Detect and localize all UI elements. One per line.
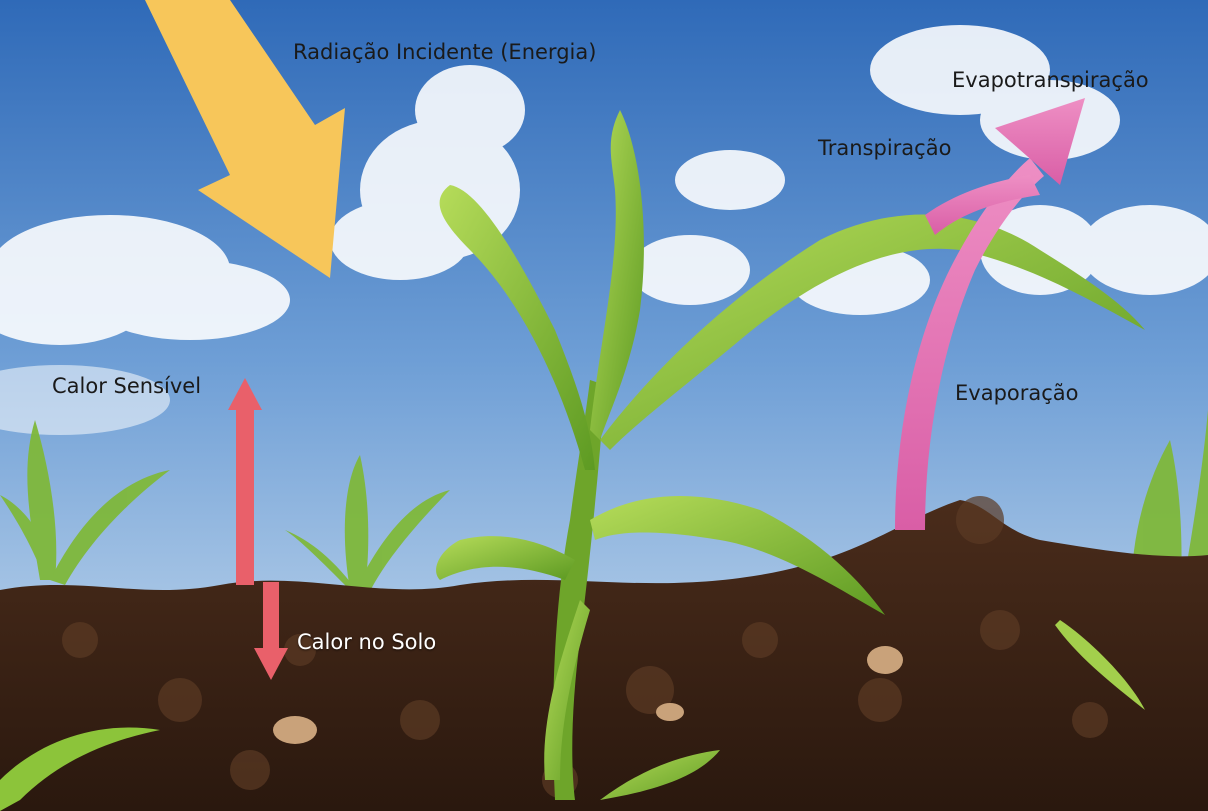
evaporation-label: Evaporação (955, 383, 1079, 404)
transpiration-label: Transpiração (818, 138, 951, 159)
incident-radiation-label: Radiação Incidente (Energia) (293, 42, 596, 63)
evapotranspiration-label: Evapotranspiração (952, 70, 1149, 91)
soil-heat-label: Calor no Solo (297, 632, 436, 653)
sensible-heat-label: Calor Sensível (52, 376, 201, 397)
